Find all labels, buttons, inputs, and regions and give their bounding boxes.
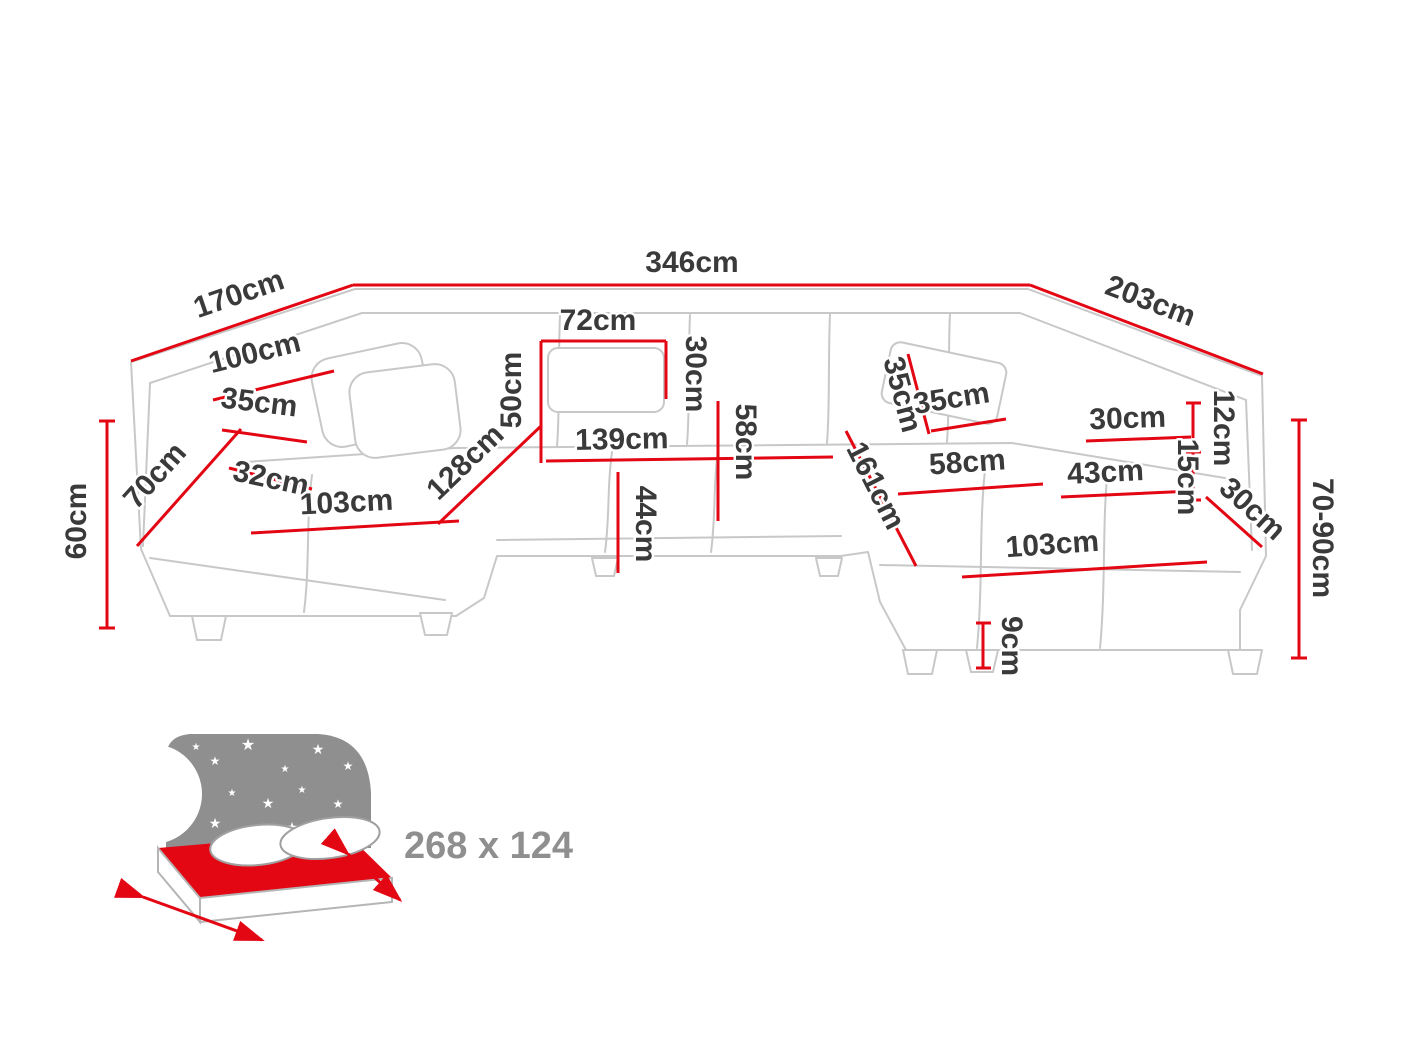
dim-label-346: 346cm (645, 246, 738, 279)
dim-line-70-left (135, 428, 243, 547)
backrest-inner-edge (149, 312, 1247, 401)
sofa-leg (419, 612, 453, 636)
dim-label-103-left: 103cm (299, 484, 394, 522)
star-icon: ★ (312, 741, 325, 757)
dim-line-35-mid (930, 417, 1007, 433)
dim-line-100 (212, 369, 335, 402)
sofa-bed-icon: ★ ★ ★ ★ ★ ★ ★ ★ ★ ★ ★ ★ ★ ★ ★ (102, 734, 403, 942)
bed-depth-arrow (320, 828, 403, 902)
dim-line-30-diag (1205, 495, 1263, 549)
right-arm-inner-edge (1245, 399, 1253, 551)
dim-line-170 (130, 283, 354, 363)
dim-line-103-left (250, 519, 460, 535)
star-icon: ★ (210, 754, 221, 768)
star-icon: ★ (298, 785, 307, 796)
middle-seat-front-edge (496, 535, 842, 541)
left-arm-inner-edge (142, 382, 151, 547)
bed-size-label: 268 x 124 (404, 825, 573, 867)
dim-line-58-right (897, 482, 1044, 496)
dim-line-35-rot (906, 353, 931, 435)
left-chaise-front-edge (149, 557, 446, 601)
seat-back-junction (244, 442, 1226, 479)
dim-label-58-center: 58cm (729, 404, 762, 481)
dim-label-12: 12cm (1207, 390, 1240, 467)
bed-width-arrow (114, 877, 265, 942)
headboard-crescent (102, 744, 202, 844)
dim-line-139 (545, 455, 834, 463)
sofa-leg (815, 557, 843, 577)
dim-line-43 (1060, 489, 1194, 499)
cushion-seam (604, 451, 613, 553)
star-icon: ★ (262, 795, 275, 811)
back-cushion-seam (686, 314, 691, 445)
dim-label-43: 43cm (1066, 454, 1144, 491)
dim-line-203 (1029, 283, 1264, 376)
dim-label-58-right: 58cm (928, 443, 1007, 481)
right-chaise-front-edge (879, 564, 1241, 573)
dim-label-44: 44cm (629, 486, 662, 563)
dim-label-30-top: 30cm (679, 336, 712, 413)
star-icon: ★ (333, 797, 344, 811)
dim-label-15: 15cm (1171, 439, 1204, 516)
star-icon: ★ (343, 759, 354, 773)
dimension-lines (99, 283, 1307, 670)
pillow (348, 363, 462, 459)
star-icon: ★ (228, 788, 237, 799)
star-icon: ★ (192, 742, 201, 753)
dim-line-30-right (1085, 435, 1192, 443)
dim-label-139: 139cm (575, 422, 669, 457)
dim-label-70-90: 70-90cm (1306, 478, 1339, 598)
sofa-leg (1227, 649, 1263, 675)
sofa-leg (902, 649, 938, 675)
sofa-leg (191, 615, 227, 641)
star-icon: ★ (281, 764, 290, 775)
dim-line-128 (436, 424, 543, 526)
dim-label-72: 72cm (560, 304, 637, 337)
back-cushion-seam (826, 313, 831, 444)
dim-label-9: 9cm (995, 616, 1028, 676)
middle-headrest-panel (547, 347, 665, 413)
dim-label-50: 50cm (495, 352, 528, 429)
dim-line-35-left (221, 428, 308, 444)
right-headrest-panel (880, 341, 1008, 425)
right-chaise-seam (976, 469, 986, 649)
dim-line-32 (228, 466, 313, 491)
dim-label-60: 60cm (60, 483, 93, 560)
sofa-drawing (130, 288, 1267, 675)
dim-line-103-right (961, 560, 1208, 579)
star-icon: ★ (241, 737, 255, 754)
right-chaise-seam (1099, 467, 1109, 649)
dim-label-103-right: 103cm (1005, 525, 1100, 564)
star-icon: ★ (209, 815, 222, 831)
dim-label-30-right: 30cm (1089, 401, 1167, 437)
sofa-leg (591, 557, 619, 577)
dim-line-161 (844, 430, 918, 567)
